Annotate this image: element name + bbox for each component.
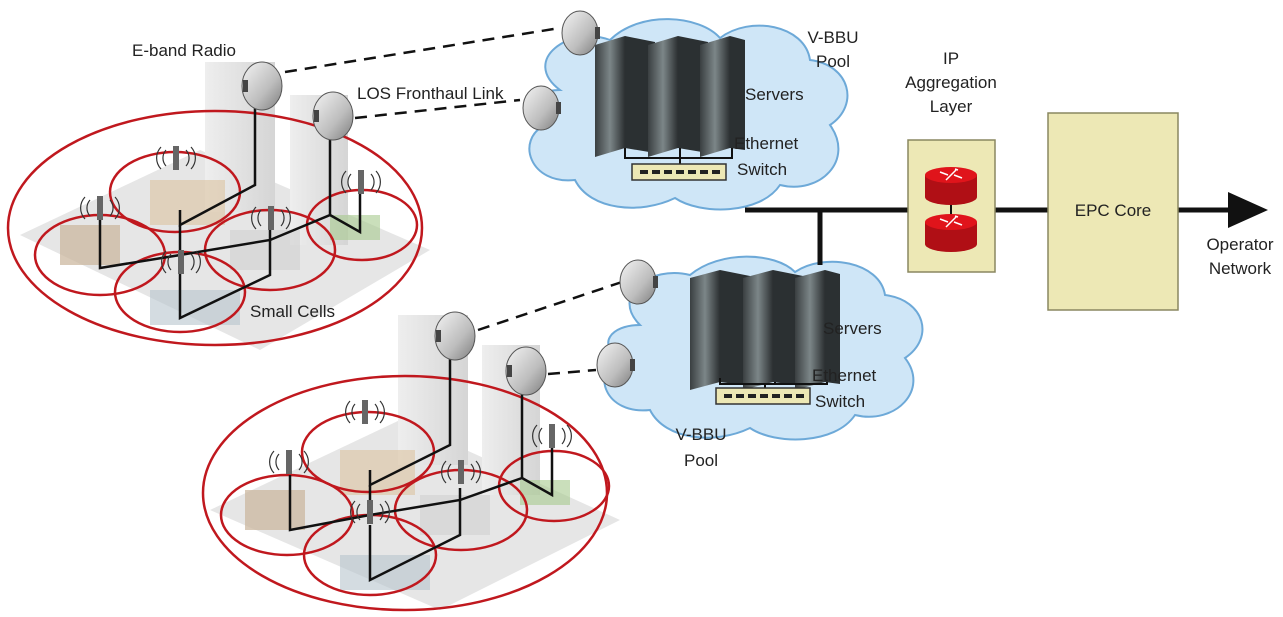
macro-coverage-ring	[6, 109, 424, 347]
switch-wiring	[624, 148, 733, 164]
ethernet-switch-icon	[715, 387, 811, 405]
vbbu-pool-top	[522, 10, 849, 211]
small-cell-antenna-icon	[532, 424, 572, 448]
building	[60, 225, 120, 265]
small-cell-antennas	[80, 146, 381, 274]
building	[245, 490, 305, 530]
router-icon	[925, 214, 977, 252]
ip-aggregation-layer	[907, 139, 996, 273]
e-band-radio-icon	[434, 311, 476, 361]
ethernet-switch-top-line1: Ethernet	[734, 134, 799, 153]
small-cell-antenna-icon	[350, 500, 390, 524]
e-band-radio-icon	[619, 259, 658, 305]
ethernet-switch-bottom-line2: Switch	[815, 392, 865, 411]
building	[150, 180, 225, 225]
small-cell-antenna-icon	[161, 250, 201, 274]
e-band-radio-icon	[505, 346, 547, 396]
router-icon	[925, 167, 977, 205]
e-band-radio-icon	[561, 10, 600, 56]
epc-core-label: EPC Core	[1075, 201, 1152, 220]
small-cell-antennas	[269, 400, 572, 524]
los-fronthaul-links	[284, 26, 623, 376]
small-cell-antenna-icon	[80, 196, 120, 220]
e-band-radio-icon	[596, 342, 635, 388]
e-band-radio-icon	[522, 85, 561, 131]
ip-aggregation-line1: IP	[943, 49, 959, 68]
backhaul-wiring	[288, 350, 554, 583]
small-cell-antenna-icon	[441, 460, 481, 484]
vbbu-top-line1: V-BBU	[807, 28, 858, 47]
vbbu-pool-bottom	[596, 255, 924, 441]
e-band-radio-icon	[312, 91, 354, 141]
small-cell-antenna-icon	[269, 450, 309, 474]
arrow-head-icon	[1228, 192, 1268, 228]
small-cell-antenna-icon	[251, 206, 291, 230]
ip-aggregation-line3: Layer	[930, 97, 973, 116]
servers-bottom-label: Servers	[823, 319, 882, 338]
e-band-radio-label: E-band Radio	[132, 41, 236, 60]
ethernet-switch-bottom-line1: Ethernet	[812, 366, 877, 385]
park	[520, 480, 570, 505]
ethernet-switch-top-line2: Switch	[737, 160, 787, 179]
los-link	[284, 26, 561, 74]
los-link	[354, 98, 521, 120]
e-band-radio-icon	[241, 61, 283, 111]
building	[230, 230, 300, 270]
ip-aggregation-line2: Aggregation	[905, 73, 997, 92]
vbbu-bottom-line2: Pool	[684, 451, 718, 470]
epc-core-box	[1047, 112, 1179, 311]
small-cells-label: Small Cells	[250, 302, 335, 321]
vbbu-top-line2: Pool	[816, 52, 850, 71]
operator-network-line1: Operator	[1206, 235, 1273, 254]
ethernet-switch-icon	[631, 163, 727, 181]
city-block-top	[6, 61, 430, 350]
los-link	[477, 280, 623, 332]
small-cell-antenna-icon	[341, 170, 381, 194]
backbone-links	[745, 207, 1232, 265]
server-rack-icon	[595, 36, 745, 157]
operator-network-line2: Network	[1209, 259, 1272, 278]
los-fronthaul-label: LOS Fronthaul Link	[357, 84, 504, 103]
vbbu-bottom-line1: V-BBU	[675, 425, 726, 444]
backhaul-wiring	[98, 108, 362, 320]
servers-top-label: Servers	[745, 85, 804, 104]
city-block-bottom	[201, 311, 620, 612]
los-link	[547, 368, 597, 376]
small-cell-antenna-icon	[156, 146, 196, 170]
city-block-icon	[20, 150, 430, 350]
city-block-icon	[210, 420, 620, 610]
small-cell-antenna-icon	[345, 400, 385, 424]
server-rack-icon	[690, 270, 840, 390]
